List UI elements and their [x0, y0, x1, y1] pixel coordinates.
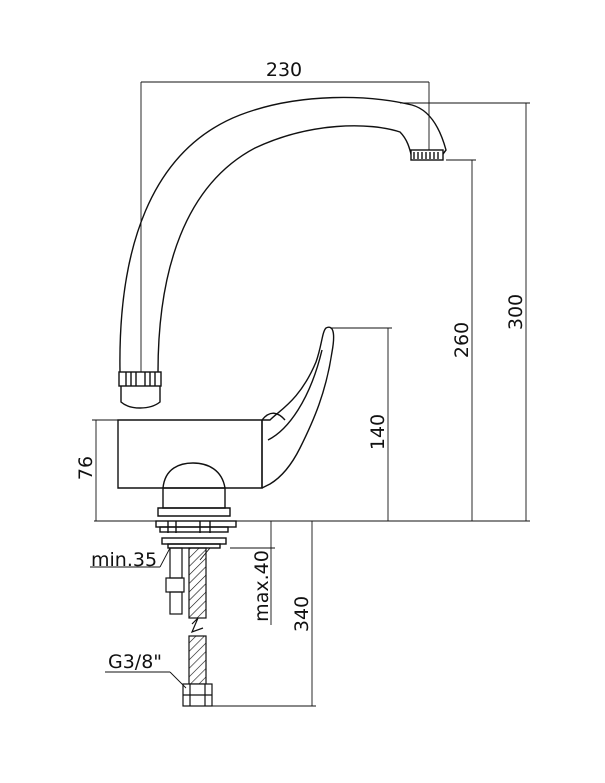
dim-height-140: 140: [367, 414, 389, 450]
dim-thread-g38: G3/8": [108, 651, 162, 673]
faucet-body: [94, 412, 300, 522]
dim-height-300: 300: [505, 294, 527, 330]
dimension-lines: [90, 81, 530, 707]
dim-width-230: 230: [266, 59, 302, 81]
supply-hose-right: [182, 547, 213, 707]
dim-height-260: 260: [451, 322, 473, 358]
spout-collar: [118, 371, 162, 409]
faucet-spout: [119, 96, 447, 373]
dim-min-35: min.35: [91, 549, 157, 571]
mounting-nut: [155, 520, 237, 549]
faucet-handle: [261, 326, 335, 489]
supply-hose-left: [165, 547, 185, 615]
dim-height-76: 76: [75, 456, 97, 480]
dim-hose-340: 340: [291, 596, 313, 632]
dim-max-40: max.40: [251, 550, 273, 622]
